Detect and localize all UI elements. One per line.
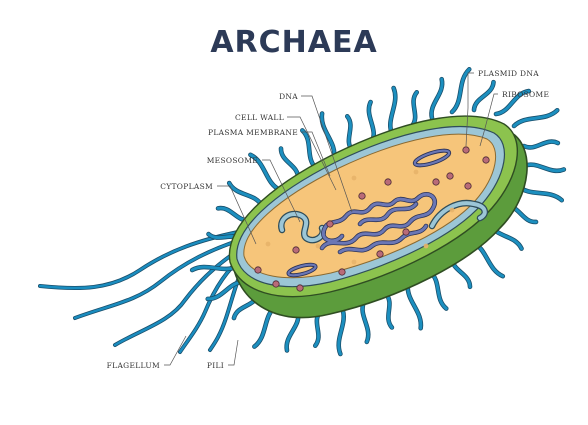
label-cell-wall: CELL WALL (235, 113, 284, 122)
pilus (494, 89, 531, 116)
label-mesosome: MESOSOME (207, 156, 258, 165)
label-dna: DNA (279, 92, 298, 101)
label-plasmid-dna: PLASMID DNA (478, 69, 539, 78)
pilus (512, 108, 559, 128)
dna-nucleoid (319, 192, 438, 255)
cell-body (228, 115, 528, 319)
pilus (450, 67, 471, 114)
label-plasma-membrane: PLASMA MEMBRANE (208, 128, 298, 137)
pilus (472, 80, 496, 112)
mesosome (279, 211, 325, 243)
pilus (430, 77, 444, 120)
pilus (337, 306, 346, 356)
leader-lines (164, 72, 498, 366)
ribosomes (254, 146, 490, 292)
diagram-title: ARCHAEA (210, 25, 377, 60)
label-pili: PILI (207, 361, 224, 370)
label-cytoplasm: CYTOPLASM (160, 182, 213, 191)
flagella (38, 230, 247, 354)
labels: PLASMID DNA RIBOSOME DNA CELL WALL PLASM… (107, 69, 549, 370)
label-flagellum: FLAGELLUM (107, 361, 160, 370)
pilus (522, 140, 560, 149)
label-ribosome: RIBOSOME (502, 90, 549, 99)
